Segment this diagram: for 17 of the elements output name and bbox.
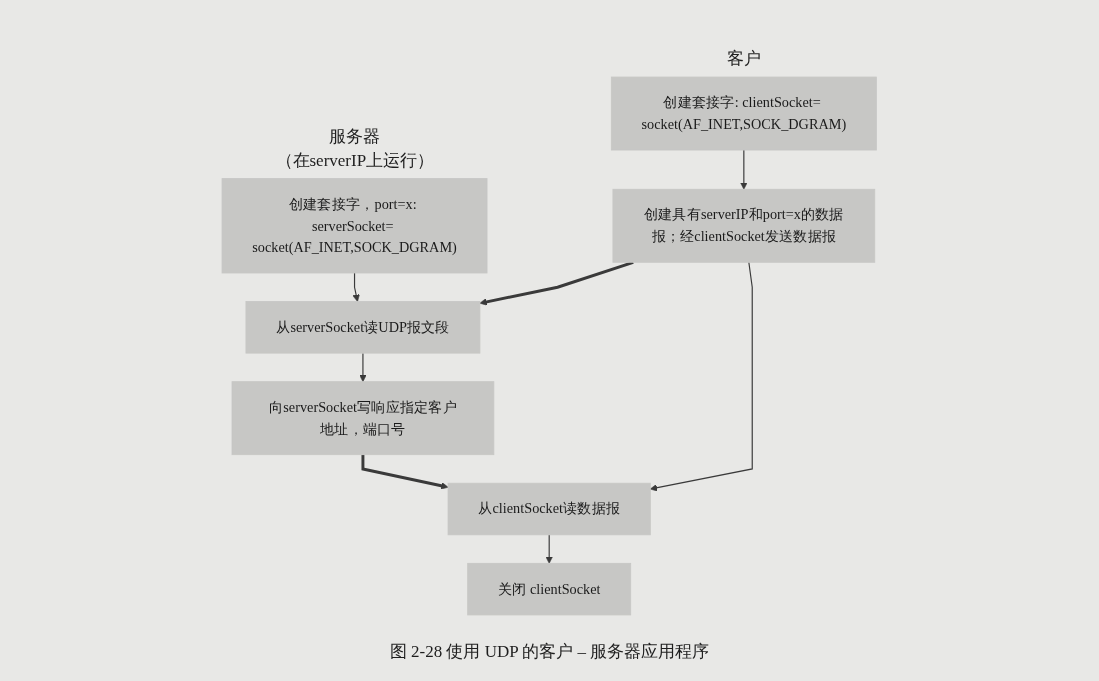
arrow: [361, 454, 449, 490]
process-box: 创建套接字，port=x: serverSocket= socket(AF_INET,SOCK_DGRAM): [221, 178, 488, 274]
process-box: 从serverSocket读UDP报文段: [245, 301, 481, 354]
figure-caption: 图 2-28 使用 UDP 的客户 – 服务器应用程序: [389, 642, 710, 661]
arrow: [352, 272, 361, 302]
arrow: [359, 352, 367, 382]
process-box: 创建具有serverIP和port=x的数据报；经clientSocket发送数据报: [612, 188, 876, 263]
column-subheading: （在serverIP上运行）: [275, 149, 435, 172]
process-box: 关闭 clientSocket: [467, 562, 632, 616]
column-heading: 客户: [727, 48, 762, 71]
arrow: [650, 261, 754, 492]
process-box: 向serverSocket写响应指定客户地址，端口号: [231, 381, 495, 456]
arrow: [545, 534, 554, 564]
arrow: [740, 149, 748, 190]
process-box: 从clientSocket读数据报: [447, 482, 652, 536]
process-box: 创建套接字: clientSocket= socket(AF_INET,SOCK_DGRAM): [611, 76, 878, 151]
column-heading: 服务器: [329, 125, 381, 148]
